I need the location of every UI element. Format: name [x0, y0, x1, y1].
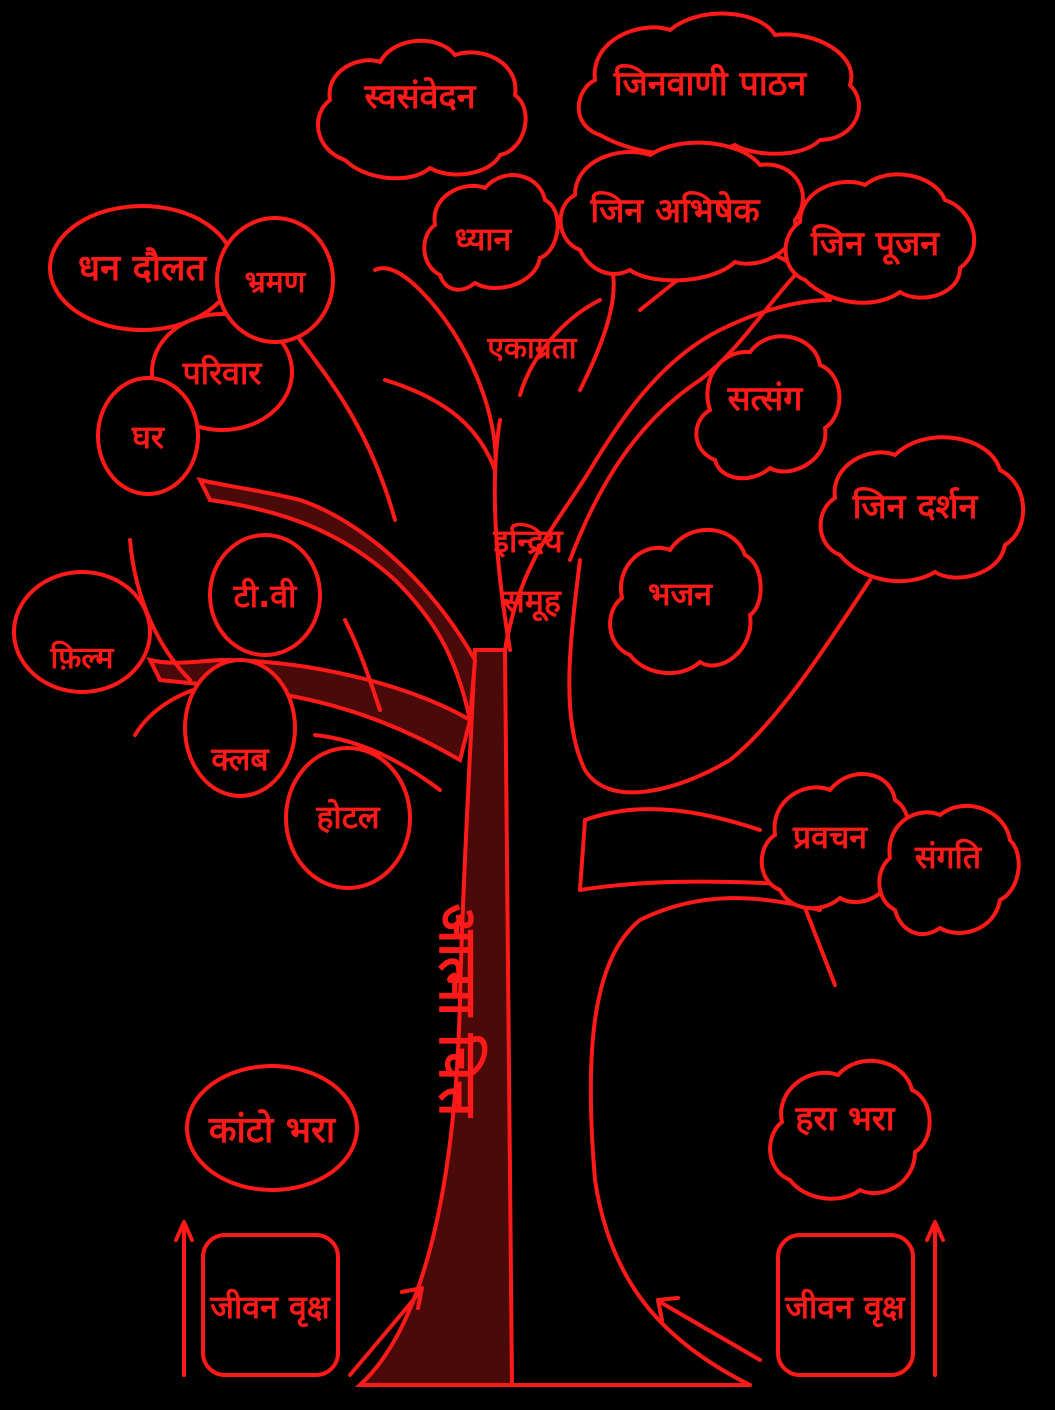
hotel-label: होटल: [315, 798, 380, 836]
club-bubble: क्लब: [183, 658, 297, 798]
tv-label: टी.वी: [233, 577, 298, 615]
jeevan-vriksh-left-box: जीवन वृक्ष: [201, 1233, 340, 1377]
right-up-arrow: [925, 1220, 945, 1377]
samooh-label: समूह: [502, 582, 562, 622]
tv-bubble: टी.वी: [208, 533, 322, 657]
bhajan-label: भजन: [648, 575, 713, 613]
right-diagonal-arrow: [656, 1296, 762, 1362]
sangati-cloud: संगति: [877, 804, 1021, 936]
bhraman-label: भ्रमण: [245, 265, 307, 300]
jin-poojan-label: जिन पूजन: [810, 223, 940, 266]
jin-darshan-cloud: जिन दर्शन: [818, 435, 1026, 584]
indriya-label: इन्द्रिय: [492, 522, 564, 560]
svasamvedan-cloud: स्वसंवेदन: [316, 38, 528, 181]
left-diagonal-arrow: [348, 1286, 424, 1377]
satsang-label: सत्संग: [727, 379, 805, 419]
dhan-daulat-label: धन दौलत: [78, 247, 208, 289]
jin-poojan-cloud: जिन पूजन: [783, 172, 977, 305]
trunk-label: आत्मा चित्त: [427, 904, 488, 1119]
jinvani-cloud: जिनवाणी पाठन: [576, 11, 861, 157]
film-label: फ़िल्म: [50, 640, 115, 676]
hotel-bubble: होटल: [284, 746, 412, 890]
film-bubble: फ़िल्म: [12, 570, 152, 694]
jeevan-vriksh-left-label: जीवन वृक्ष: [209, 1288, 331, 1328]
jinvani-pathan-label: जिनवाणी पाठन: [613, 63, 808, 104]
hara-bhara-cloud: हरा भरा: [768, 1058, 932, 1201]
sangati-label: संगति: [914, 838, 983, 876]
dhan-daulat-bubble: धन दौलत: [48, 204, 236, 332]
satsang-cloud: सत्संग: [694, 334, 842, 481]
hara-bhara-label: हरा भरा: [794, 1099, 895, 1139]
jin-abhishek-cloud: जिन अभिषेक: [558, 140, 805, 283]
pravachan-label: प्रवचन: [792, 818, 868, 856]
parivar-label: परिवार: [182, 354, 264, 392]
jin-abhishek-label: जिन अभिषेक: [589, 190, 761, 231]
jin-darshan-label: जिन दर्शन: [852, 486, 979, 527]
club-label: क्लब: [210, 740, 270, 778]
ghar-bubble: घर: [96, 376, 200, 496]
ghar-label: घर: [131, 418, 166, 456]
kanto-bhara-bubble: कांटो भरा: [185, 1064, 359, 1192]
bhajan-cloud: भजन: [608, 527, 763, 676]
dhyan-label: ध्यान: [455, 220, 513, 258]
bhraman-bubble: भ्रमण: [215, 216, 335, 344]
jeevan-vriksh-right-box: जीवन वृक्ष: [776, 1233, 915, 1377]
ekagrata-label: एकाग्रता: [486, 331, 577, 366]
left-up-arrow: [174, 1220, 194, 1377]
jeevan-vriksh-right-label: जीवन वृक्ष: [784, 1288, 906, 1328]
pravachan-cloud: प्रवचन: [759, 772, 911, 911]
dhyan-cloud: ध्यान: [422, 173, 560, 292]
svasamvedan-label: स्वसंवेदन: [364, 76, 477, 117]
kanto-bhara-label: कांटो भरा: [208, 1109, 337, 1151]
